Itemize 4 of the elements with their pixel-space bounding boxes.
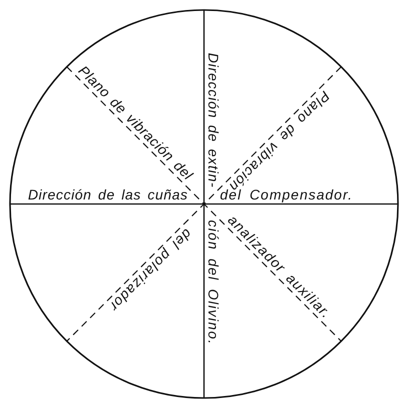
line-label: ción del Olivino.	[204, 220, 220, 346]
line-label: Dirección de las cuñas	[28, 188, 188, 204]
line-label: Dirección de extin-	[204, 52, 220, 188]
line-label: del Compensador.	[220, 188, 353, 204]
